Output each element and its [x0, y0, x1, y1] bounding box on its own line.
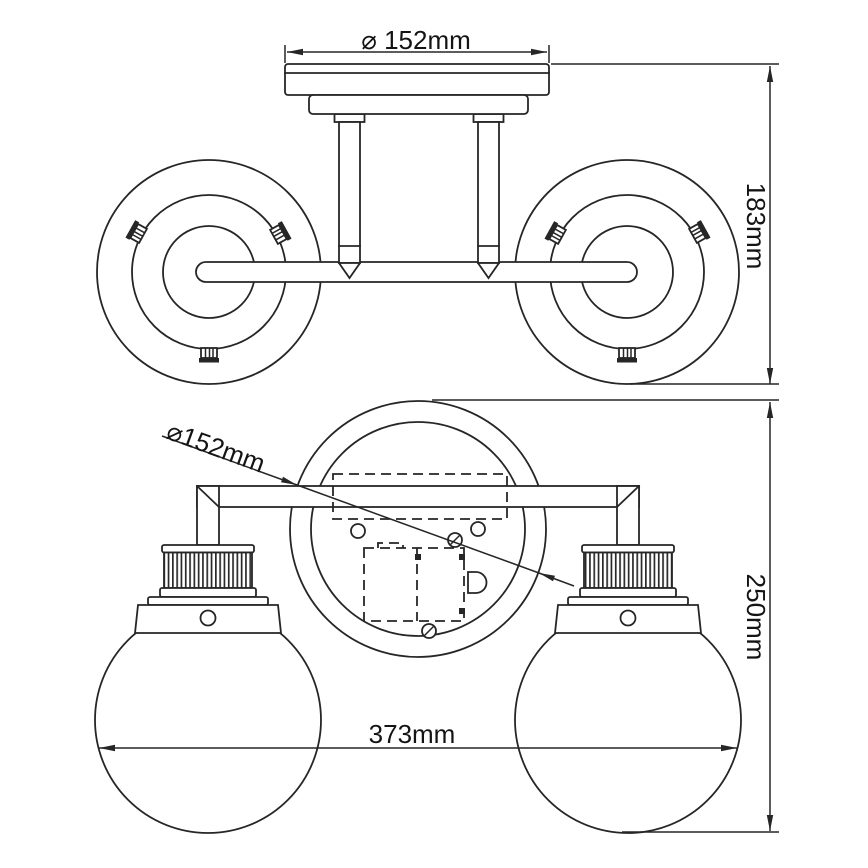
shade-clip	[268, 221, 292, 246]
arm-bend-right	[615, 484, 641, 509]
shade-clip	[687, 220, 711, 245]
dimension-top-height	[551, 63, 779, 385]
mounting-bracket-dashed	[332, 473, 508, 520]
backplate-screw-hole	[350, 523, 366, 539]
shoulder-screw	[619, 609, 637, 627]
label-front-width: 373mm	[368, 719, 456, 749]
dimension-backplate-diameter	[161, 435, 575, 587]
arm-bend-left	[195, 484, 221, 509]
terminal-screw-bottom	[421, 623, 437, 639]
backplate-screw-hole	[470, 521, 486, 537]
top-view-canopy	[284, 63, 550, 115]
mounting-hook	[467, 571, 488, 594]
top-view	[96, 45, 779, 385]
dimension-front-height	[432, 399, 779, 833]
top-view-stem-left	[333, 113, 366, 280]
dimension-canopy-diameter	[284, 45, 550, 63]
shoulder-screw	[199, 609, 217, 627]
dimension-front-width	[99, 744, 737, 752]
shade-clip	[199, 347, 219, 363]
front-right-globe	[514, 606, 742, 834]
top-view-arm-bar	[195, 261, 638, 283]
shade-clip	[125, 220, 149, 245]
fitter-left	[133, 544, 283, 634]
front-stem-left	[196, 485, 220, 546]
label-front-height: 250mm	[741, 573, 771, 661]
front-stem-right	[616, 485, 640, 546]
front-view	[94, 399, 779, 834]
shade-clip	[544, 221, 568, 246]
label-canopy-diameter: ⌀ 152mm	[361, 25, 471, 55]
junction-box-dashed	[363, 542, 465, 622]
label-top-height: 183mm	[741, 182, 771, 270]
fitter-right	[553, 544, 703, 634]
shade-clip	[617, 347, 637, 363]
top-view-stem-right	[472, 113, 505, 280]
front-left-globe	[94, 606, 322, 834]
front-arm-beam	[196, 485, 640, 508]
